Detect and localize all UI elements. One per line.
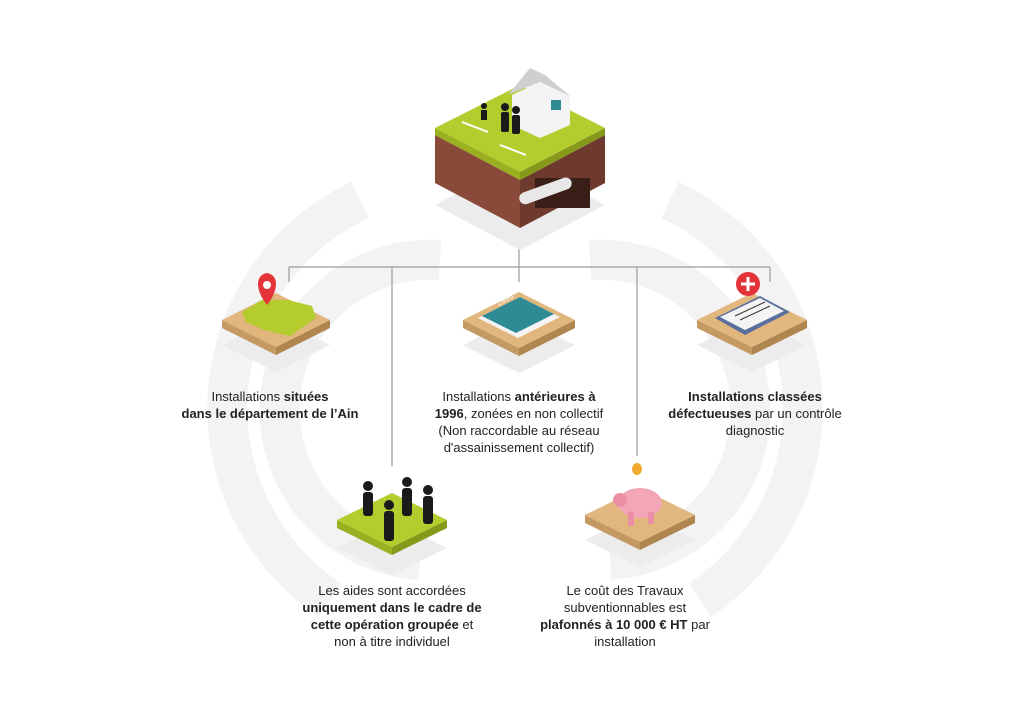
- caption-line: non à titre individuel: [282, 633, 502, 650]
- piggy-bank-tile-illustration: [585, 463, 695, 567]
- caption-line: Installations antérieures à: [404, 388, 634, 405]
- caption-line: Installations situées: [160, 388, 380, 405]
- caption-line: installation: [520, 633, 730, 650]
- caption-line: défectueuses par un contrôle: [650, 405, 860, 422]
- caption-line: 1996, zonées en non collectif: [404, 405, 634, 422]
- caption-line: cette opération groupée et: [282, 616, 502, 633]
- caption-bold-text: défectueuses: [668, 406, 752, 421]
- caption-text: Le coût des Travaux: [566, 583, 684, 598]
- caption-line: diagnostic: [650, 422, 860, 439]
- caption-text: par un contrôle: [751, 406, 842, 421]
- caption-line: (Non raccordable au réseau: [404, 422, 634, 439]
- people-tile-illustration: [337, 477, 447, 575]
- caption-text: (Non raccordable au réseau: [438, 423, 600, 438]
- house-illustration: [435, 68, 605, 250]
- caption-line: dans le département de l’Ain: [160, 405, 380, 422]
- caption-text: Les aides sont accordées: [318, 583, 466, 598]
- caption-line: uniquement dans le cadre de: [282, 599, 502, 616]
- caption-text: Installations: [211, 389, 284, 404]
- caption-text: diagnostic: [725, 423, 785, 438]
- caption-bold-text: Installations classées: [688, 389, 822, 404]
- caption-text: , zonées en non collectif: [463, 406, 604, 421]
- caption-bold-text: 1996: [434, 406, 464, 421]
- caption-bold-text: cette opération groupée: [310, 617, 459, 632]
- caption-bold-text: dans le département de l’Ain: [181, 406, 359, 421]
- caption-text: subventionnables est: [563, 600, 687, 615]
- map-tile-illustration: [222, 273, 330, 372]
- caption-bold-text: plafonnés à 10 000 € HT: [540, 617, 688, 632]
- caption-aides: Les aides sont accordées uniquement dans …: [282, 582, 502, 650]
- caption-line: d'assainissement collectif): [404, 439, 634, 456]
- calendar-tile-illustration: 1996: [463, 291, 575, 373]
- caption-text: non à titre individuel: [334, 634, 450, 649]
- clipboard-tile-illustration: [697, 272, 807, 372]
- caption-line: Installations classées: [650, 388, 860, 405]
- caption-line: Le coût des Travaux: [520, 582, 730, 599]
- caption-text: et: [458, 617, 474, 632]
- connector-lines: [288, 225, 771, 466]
- caption-bold-text: uniquement dans le cadre de: [302, 600, 482, 615]
- caption-line: plafonnés à 10 000 € HT par: [520, 616, 730, 633]
- caption-text: par: [687, 617, 710, 632]
- caption-bold-text: situées: [283, 389, 329, 404]
- caption-text: Installations: [442, 389, 515, 404]
- caption-line: Les aides sont accordées: [282, 582, 502, 599]
- coin-icon: [632, 463, 642, 475]
- caption-text: d'assainissement collectif): [443, 440, 595, 455]
- caption-text: installation: [594, 634, 656, 649]
- caption-bold-text: antérieures à: [514, 389, 596, 404]
- caption-line: subventionnables est: [520, 599, 730, 616]
